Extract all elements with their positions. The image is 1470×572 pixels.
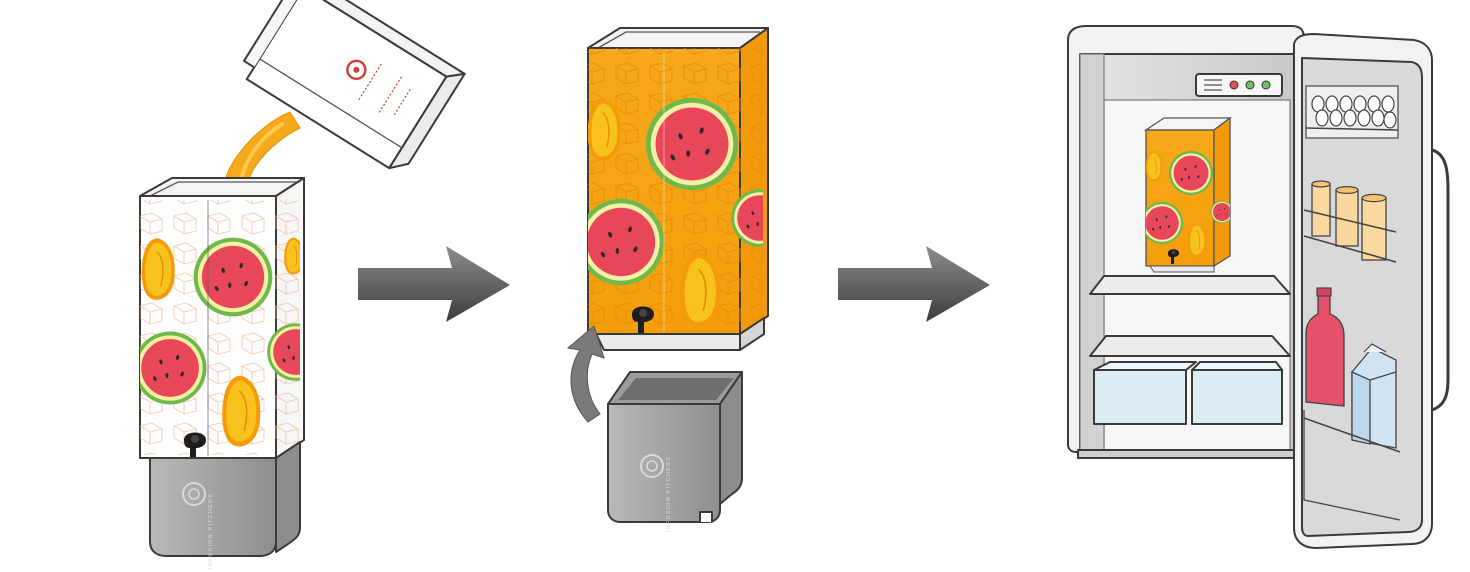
control-panel-icon [1195,73,1283,97]
cans-icon [1303,180,1397,263]
refrigerator-icon [1067,25,1305,459]
bottle-icon [1305,287,1345,407]
juice-container-icon [242,0,466,170]
step-1-pour-juice: INFUSION PITCHERS [139,0,466,569]
curved-arrow-up-icon [566,325,605,423]
step-2-remove-base: INFUSION PITCHERS [566,27,769,532]
dispenser-full-icon [587,27,769,351]
base-logo-icon: INFUSION PITCHERS [182,482,214,569]
crisper-drawer-icon [1093,361,1283,425]
ice-base-removed-icon: INFUSION PITCHERS [607,371,743,532]
brand-text: INFUSION PITCHERS [208,493,214,569]
arrow-right-icon [838,246,990,322]
brand-text-base: INFUSION PITCHERS [666,456,672,532]
step-3-refrigerate [1067,25,1450,549]
fridge-door-icon [1293,33,1450,549]
dispenser-filling-icon: INFUSION PITCHERS [139,177,305,569]
dispenser-in-fridge-icon [1143,116,1232,273]
milk-carton-icon [1351,343,1397,449]
container-logo-icon [346,59,367,81]
egg-tray-icon [1305,85,1399,139]
arrow-right-icon [358,246,510,322]
